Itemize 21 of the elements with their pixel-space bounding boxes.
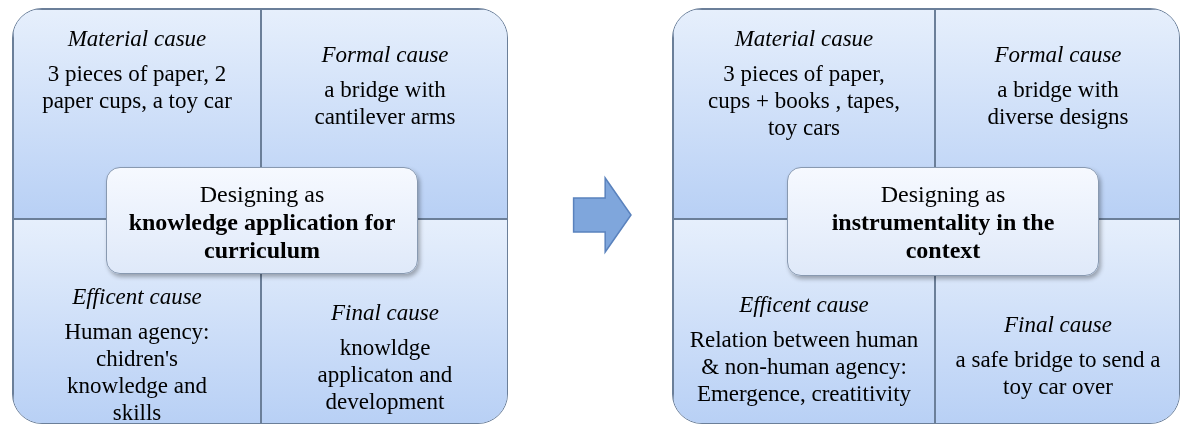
- cause-description: a bridge with cantilever arms: [313, 76, 457, 130]
- matrix-frame: [12, 8, 508, 424]
- center-box: Designing as instrumentality in the context: [787, 167, 1099, 276]
- cause-description: a safe bridge to send a toy car over: [954, 346, 1162, 400]
- cause-heading: Material casue: [67, 26, 207, 52]
- cause-heading: Formal cause: [994, 42, 1122, 68]
- cause-heading: Final cause: [1004, 312, 1112, 338]
- cause-description: 3 pieces of paper, cups + books , tapes, toy cars: [707, 60, 901, 141]
- center-box: Designing as knowledge application for curriculum: [106, 167, 418, 274]
- cause-description: knowldge applicaton and development: [316, 334, 454, 415]
- cause-description: a bridge with diverse designs: [986, 76, 1130, 130]
- block-arrow: [572, 175, 632, 255]
- matrix-frame: [672, 8, 1180, 424]
- cause-description: Relation between human & non-human agency: Emergence, creatitivity: [688, 326, 920, 407]
- cause-heading: Material casue: [734, 26, 874, 52]
- cause-description: 3 pieces of paper, 2 paper cups, a toy car: [41, 60, 233, 114]
- cause-heading: Efficent cause: [739, 292, 869, 318]
- cause-heading: Final cause: [331, 300, 439, 326]
- cause-heading: Formal cause: [321, 42, 449, 68]
- cause-description: Human agency: chidren's knowledge and skills: [63, 318, 211, 423]
- cause-heading: Efficent cause: [72, 284, 202, 310]
